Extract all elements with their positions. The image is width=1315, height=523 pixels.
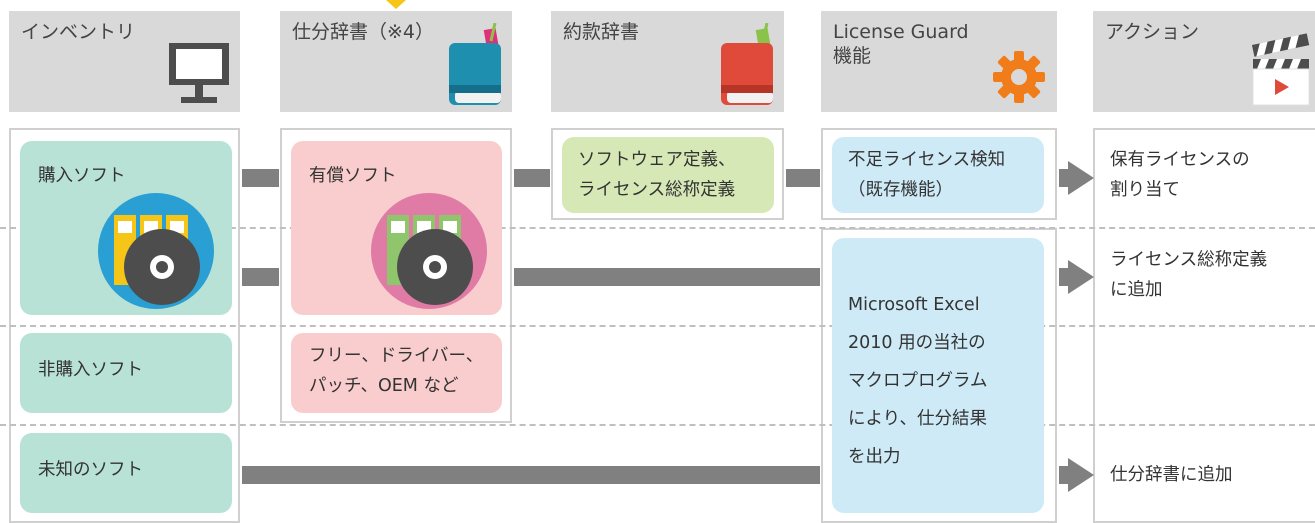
row-separator	[0, 325, 1315, 327]
row-separator	[0, 424, 1315, 426]
gear-icon	[993, 51, 1045, 103]
purchased-software-box: 購入ソフト	[20, 141, 232, 315]
macro-output-label: Microsoft Excel 2010 用の当社の マクロプログラム により、…	[848, 295, 988, 467]
header-inventory: インベントリ	[9, 11, 240, 112]
flow-bar	[514, 169, 550, 187]
free-software-box: フリー、ドライバー、 パッチ、OEM など	[291, 333, 502, 413]
flow-arrowhead	[1068, 260, 1094, 294]
purchased-software-label: 購入ソフト	[38, 166, 126, 186]
header-action: アクション	[1093, 11, 1315, 112]
definition-box: ソフトウェア定義、 ライセンス総称定義	[562, 137, 774, 213]
header-license-guard: License Guard 機能	[821, 11, 1057, 112]
flow-bar	[1059, 169, 1069, 187]
action-assign-license: 保有ライセンスの 割り当て	[1110, 150, 1250, 200]
definition-label: ソフトウェア定義、 ライセンス総称定義	[578, 150, 736, 200]
action-add-sort-dictionary: 仕分辞書に追加	[1110, 465, 1233, 485]
header-inventory-label: インベントリ	[21, 21, 136, 43]
non-purchased-software-label: 非購入ソフト	[38, 360, 143, 380]
header-terms-dictionary: 約款辞書	[551, 11, 784, 112]
header-sort-dictionary: 仕分辞書（※4）	[280, 11, 512, 112]
detect-box: 不足ライセンス検知 （既存機能）	[832, 137, 1044, 213]
software-disc-icon	[98, 193, 214, 309]
action-add-generic-definition: ライセンス総称定義 に追加	[1110, 250, 1268, 300]
detect-label: 不足ライセンス検知 （既存機能）	[848, 150, 1006, 200]
free-software-label: フリー、ドライバー、 パッチ、OEM など	[309, 346, 484, 396]
flow-bar	[242, 268, 279, 286]
software-disc-icon	[371, 193, 487, 309]
header-license-guard-label: License Guard 機能	[833, 21, 969, 67]
header-terms-dictionary-label: 約款辞書	[563, 21, 640, 43]
non-purchased-software-box: 非購入ソフト	[20, 333, 232, 413]
red-book-icon	[721, 23, 773, 105]
indicator-marker	[386, 0, 406, 9]
unknown-software-label: 未知のソフト	[38, 460, 143, 480]
flow-arrowhead	[1068, 458, 1094, 492]
unknown-software-box: 未知のソフト	[20, 433, 232, 513]
flow-bar	[1059, 268, 1069, 286]
flow-bar	[242, 169, 279, 187]
flow-arrowhead	[1068, 161, 1094, 195]
macro-output-box: Microsoft Excel 2010 用の当社の マクロプログラム により、…	[832, 238, 1044, 513]
flow-bar	[242, 466, 820, 484]
flow-bar	[1059, 466, 1069, 484]
row-separator	[0, 227, 1315, 229]
clapperboard-icon	[1251, 33, 1310, 106]
header-action-label: アクション	[1105, 21, 1200, 43]
paid-software-label: 有償ソフト	[309, 166, 397, 186]
paid-software-box: 有償ソフト	[291, 141, 502, 315]
flow-bar	[786, 169, 820, 187]
monitor-icon	[169, 43, 229, 103]
flow-bar	[514, 268, 820, 286]
blue-book-icon	[449, 23, 501, 105]
header-sort-dictionary-label: 仕分辞書（※4）	[292, 21, 435, 43]
